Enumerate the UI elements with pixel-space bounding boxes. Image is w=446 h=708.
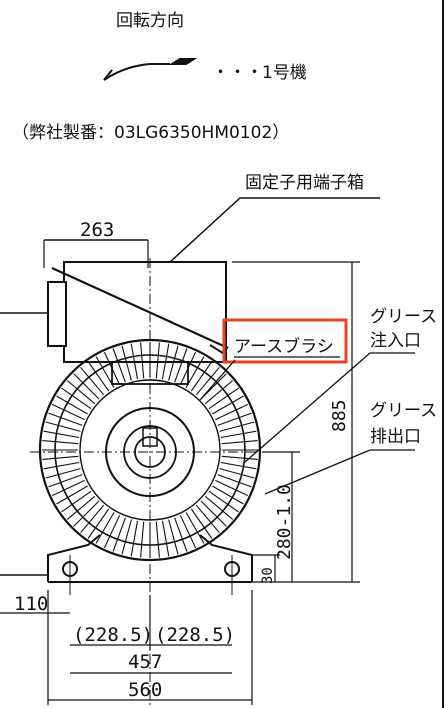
dim-457-text: 457	[128, 651, 162, 673]
cooling-fin	[219, 468, 255, 479]
cooling-fin	[87, 361, 110, 392]
dim-280	[252, 451, 360, 583]
cooling-fin	[174, 348, 188, 383]
cooling-fin	[212, 395, 244, 415]
cooling-fin	[45, 421, 81, 432]
cooling-fin	[56, 485, 88, 505]
cooling-fin	[140, 342, 145, 379]
cooling-fin	[43, 430, 80, 439]
earth-brush-label: アースブラシ	[234, 336, 334, 357]
cooling-fin	[66, 380, 96, 405]
dim-30	[252, 554, 280, 582]
cooling-fin	[95, 512, 115, 544]
cooling-fin	[51, 403, 85, 421]
cooling-fin	[185, 356, 205, 388]
cooling-fin	[190, 508, 213, 539]
cooling-fin	[195, 366, 220, 396]
cooling-fin	[220, 430, 257, 439]
grease-inlet-leader	[244, 352, 371, 463]
cooling-fin	[155, 342, 160, 379]
cooling-fin	[140, 521, 145, 558]
cooling-fin	[95, 356, 115, 388]
earth-brush-highlight	[222, 318, 348, 364]
dim-228-right-text: (228.5)	[155, 624, 235, 646]
cooling-fin	[51, 479, 85, 497]
cooling-fin	[121, 519, 132, 555]
cooling-fin	[179, 515, 197, 549]
dim-885	[232, 261, 360, 582]
cooling-fin	[61, 387, 92, 410]
dim-885-text: 885	[329, 399, 350, 432]
rotation-arrow-icon	[103, 58, 198, 81]
cooling-fin	[204, 495, 234, 520]
dim-228	[70, 595, 232, 650]
cooling-fin	[121, 345, 132, 381]
cooling-fin	[168, 345, 179, 381]
motor-base	[0, 534, 253, 595]
dim-263: 263	[43, 219, 149, 268]
cooling-fin	[190, 361, 213, 392]
dim-560-text: 560	[128, 679, 162, 701]
cooling-fin	[217, 412, 252, 426]
cooling-fin	[161, 520, 170, 557]
cooling-fin	[208, 490, 239, 513]
cooling-fin	[195, 504, 220, 534]
cooling-fin	[80, 504, 105, 534]
cooling-fin	[212, 485, 244, 505]
cooling-fin	[45, 468, 81, 479]
cooling-fin	[56, 395, 88, 415]
cooling-fin	[73, 373, 100, 400]
earth-brush-leader	[199, 359, 236, 401]
grease-outlet-label-2: 排出口	[370, 427, 421, 447]
cooling-fin	[208, 387, 239, 410]
cooling-fin	[215, 479, 249, 497]
terminal-box-leader	[169, 197, 380, 263]
cooling-fin	[219, 421, 255, 432]
terminal-box-label: 固定子用端子箱	[245, 173, 364, 193]
cooling-fin	[43, 461, 80, 470]
cooling-fin	[168, 519, 179, 555]
cooling-fin	[215, 403, 249, 421]
dim-110-text: 110	[14, 593, 48, 615]
part-number: （弊社製番：03LG6350HM0102）	[12, 123, 289, 143]
unit-dots: ・・・	[212, 63, 263, 83]
cooling-fin	[42, 455, 79, 460]
cooling-fin	[221, 455, 258, 460]
dim-560	[47, 590, 253, 705]
dim-263-text: 263	[80, 219, 114, 241]
unit-number: 1号機	[262, 63, 307, 83]
cooling-fin	[112, 348, 126, 383]
cooling-fin	[103, 515, 121, 549]
motor-frame	[30, 258, 290, 708]
dim-228-left-text: (228.5)	[73, 624, 153, 646]
cooling-fin	[174, 517, 188, 552]
dim-30-text: 30	[260, 567, 276, 584]
cooling-fin	[48, 474, 83, 488]
cooling-fin	[130, 520, 139, 557]
cooling-fin	[66, 495, 96, 520]
cooling-fin	[42, 440, 79, 445]
grease-inlet-label-2: 注入口	[370, 331, 421, 351]
cooling-fin	[217, 474, 252, 488]
cooling-fin	[221, 440, 258, 445]
cooling-fin	[80, 366, 105, 396]
grease-outlet-label-1: グリース	[370, 401, 437, 421]
cooling-fin	[48, 412, 83, 426]
dim-280-text: 280-1.0	[274, 484, 295, 560]
cooling-fin	[73, 500, 100, 527]
rotation-title: 回転方向	[116, 11, 184, 31]
cooling-fin	[61, 490, 92, 513]
grease-inlet-label-1: グリース	[370, 307, 437, 327]
cooling-fin	[155, 521, 160, 558]
cooling-fin	[185, 512, 205, 544]
cooling-fin	[200, 500, 227, 527]
cooling-fin	[87, 508, 110, 539]
cooling-fin	[112, 517, 126, 552]
cooling-fin	[220, 461, 257, 470]
cooling-fin	[204, 380, 234, 405]
cooling-fin	[200, 373, 227, 400]
